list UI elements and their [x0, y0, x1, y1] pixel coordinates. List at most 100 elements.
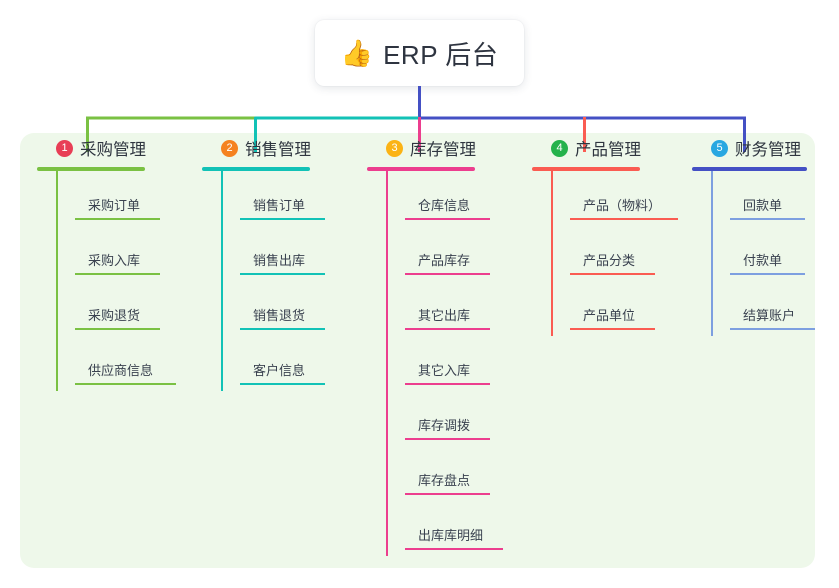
list-item[interactable]: 采购退货: [56, 281, 160, 336]
column-items-4: 产品（物料） 产品分类产品单位: [532, 171, 678, 336]
list-item[interactable]: 销售订单: [221, 171, 325, 226]
list-item-rule: [405, 383, 490, 385]
list-item[interactable]: 出库库明细: [386, 501, 503, 556]
list-item[interactable]: 供应商信息: [56, 336, 176, 391]
list-item-rule: [405, 493, 490, 495]
list-item-rule: [240, 273, 325, 275]
list-item[interactable]: 库存调拨: [386, 391, 490, 446]
column-header-3[interactable]: 3 库存管理: [367, 133, 476, 163]
list-item-rule: [570, 328, 655, 330]
list-item-label: 销售订单: [253, 198, 306, 213]
list-item-rule: [75, 328, 160, 330]
column-rule-5: [692, 167, 807, 171]
column-5: 5 财务管理回款单付款单结算账户: [692, 133, 815, 336]
list-item-rule: [405, 218, 490, 220]
list-item[interactable]: 销售出库: [221, 226, 325, 281]
list-item-label: 产品单位: [583, 308, 636, 323]
column-title-5: 财务管理: [735, 141, 801, 159]
column-rule-1: [37, 167, 145, 171]
list-item-label: 采购入库: [88, 253, 141, 268]
list-item[interactable]: 客户信息: [221, 336, 325, 391]
list-item-label: 其它出库: [418, 308, 471, 323]
diagram-panel: [20, 133, 815, 568]
column-rule-2: [202, 167, 310, 171]
column-badge-3: 3: [386, 139, 403, 157]
list-item-label: 出库库明细: [418, 528, 484, 543]
column-title-4: 产品管理: [575, 141, 641, 159]
column-rule-3: [367, 167, 475, 171]
list-item[interactable]: 产品分类: [551, 226, 655, 281]
column-badge-2: 2: [221, 139, 238, 157]
list-item[interactable]: 仓库信息: [386, 171, 490, 226]
list-item-rule: [75, 273, 160, 275]
list-item-label: 销售出库: [253, 253, 306, 268]
column-spine-1: [56, 171, 58, 391]
list-item-label: 库存调拨: [418, 418, 471, 433]
list-item-rule: [75, 383, 176, 385]
columns-container: 1 采购管理采购订单采购入库采购退货供应商信息 2 销售管理销售订单销售出库销售退货客…: [0, 133, 839, 568]
thumbs-up-icon: 👍: [340, 38, 374, 68]
column-spine-2: [221, 171, 223, 391]
list-item-label: 供应商信息: [88, 363, 154, 378]
list-item-label: 客户信息: [253, 363, 306, 378]
list-item-label: 采购订单: [88, 198, 141, 213]
column-badge-5: 5: [711, 139, 728, 157]
list-item[interactable]: 产品单位: [551, 281, 655, 336]
root-node[interactable]: 👍 ERP 后台: [315, 20, 524, 86]
list-item-rule: [405, 328, 490, 330]
list-item-label: 其它入库: [418, 363, 471, 378]
list-item-rule: [405, 548, 503, 550]
column-title-1: 采购管理: [80, 141, 146, 159]
column-items-1: 采购订单采购入库采购退货供应商信息: [37, 171, 176, 391]
list-item[interactable]: 其它出库: [386, 281, 490, 336]
list-item-rule: [405, 438, 490, 440]
list-item-rule: [570, 218, 678, 220]
list-item[interactable]: 付款单: [711, 226, 807, 281]
list-item[interactable]: 采购入库: [56, 226, 160, 281]
list-item-rule: [75, 218, 160, 220]
column-1: 1 采购管理采购订单采购入库采购退货供应商信息: [37, 133, 176, 391]
column-header-1[interactable]: 1 采购管理: [37, 133, 146, 163]
list-item-label: 产品库存: [418, 253, 471, 268]
list-item-label: 结算账户: [743, 308, 796, 323]
list-item[interactable]: 产品（物料）: [551, 171, 678, 226]
list-item[interactable]: 销售退货: [221, 281, 325, 336]
column-badge-1: 1: [56, 139, 73, 157]
column-items-5: 回款单付款单结算账户: [692, 171, 815, 336]
column-spine-4: [551, 171, 553, 336]
column-header-2[interactable]: 2 销售管理: [202, 133, 311, 163]
list-item-rule: [240, 383, 325, 385]
list-item[interactable]: 回款单: [711, 171, 807, 226]
list-item[interactable]: 结算账户: [711, 281, 815, 336]
list-item-label: 销售退货: [253, 308, 306, 323]
list-item-label: 产品（物料）: [583, 198, 662, 213]
column-header-5[interactable]: 5 财务管理: [692, 133, 807, 163]
list-item-rule: [240, 218, 325, 220]
root-title: ERP 后台: [383, 39, 499, 70]
list-item-label: 产品分类: [583, 253, 636, 268]
list-item[interactable]: 采购订单: [56, 171, 160, 226]
list-item-label: 仓库信息: [418, 198, 471, 213]
list-item-label: 回款单: [743, 198, 783, 213]
list-item-label: 库存盘点: [418, 473, 471, 488]
column-title-3: 库存管理: [410, 141, 476, 159]
list-item-rule: [730, 328, 815, 330]
list-item-rule: [240, 328, 325, 330]
column-spine-3: [386, 171, 388, 556]
list-item[interactable]: 产品库存: [386, 226, 490, 281]
column-rule-4: [532, 167, 640, 171]
column-2: 2 销售管理销售订单销售出库销售退货客户信息: [202, 133, 325, 391]
column-title-2: 销售管理: [245, 141, 311, 159]
list-item-rule: [730, 218, 805, 220]
list-item-rule: [405, 273, 490, 275]
list-item-label: 采购退货: [88, 308, 141, 323]
list-item-rule: [570, 273, 655, 275]
column-spine-5: [711, 171, 713, 336]
list-item-rule: [730, 273, 805, 275]
list-item[interactable]: 库存盘点: [386, 446, 490, 501]
list-item[interactable]: 其它入库: [386, 336, 490, 391]
column-3: 3 库存管理仓库信息产品库存其它出库其它入库库存调拨库存盘点出库库明细: [367, 133, 503, 556]
